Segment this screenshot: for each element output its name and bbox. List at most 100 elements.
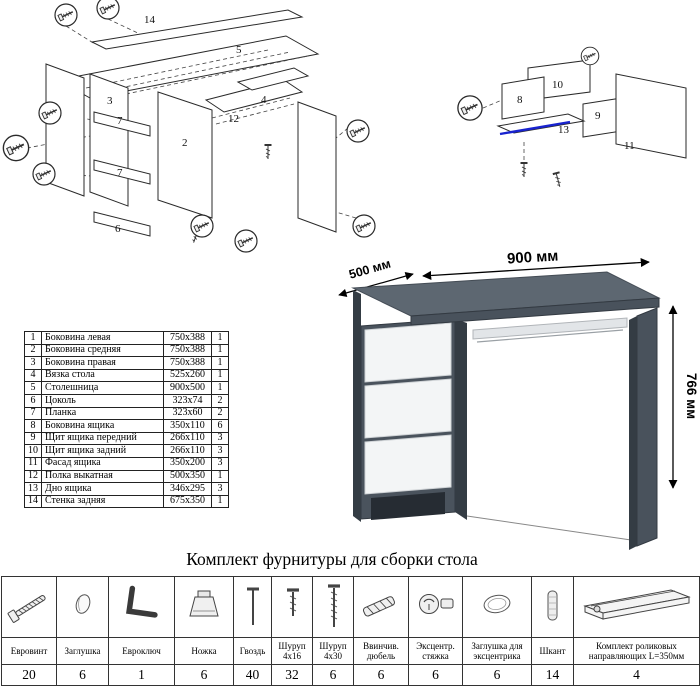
hardware-qty: 4 — [573, 664, 700, 686]
fastener-callout-icon — [346, 119, 370, 143]
part-name: Боковина средняя — [41, 343, 164, 358]
part-plinth — [93, 211, 151, 237]
parts-table-row: 4 Вязка стола 525x260 1 — [24, 368, 229, 383]
pedestal-right-side — [455, 319, 467, 520]
desk-render: 900 мм 500 мм 766 мм — [338, 250, 699, 550]
part-back-wall — [90, 9, 304, 50]
fastener-callout-icon — [2, 134, 30, 162]
part-size: 525x260 — [163, 368, 212, 383]
part-number: 11 — [24, 456, 42, 471]
hardware-qty-row: 20 6 1 6 40 32 6 6 6 6 14 4 — [1, 664, 700, 686]
hardware-name: Комплект роликовых направляющих L=350мм — [573, 637, 700, 665]
hardware-name: Ввинчив. дюбель — [353, 637, 409, 665]
width-dimension-label: 900 мм — [507, 250, 559, 268]
hardware-name: Эксцентр. стяжка — [408, 637, 463, 665]
part-qty: 1 — [211, 494, 229, 509]
part-number: 14 — [24, 494, 42, 509]
part-name: Столешница — [41, 381, 164, 395]
parts-table-row: 5 Столешница 900x500 1 — [24, 381, 229, 395]
part-number: 12 — [24, 469, 42, 484]
parts-table-row: 14 Стенка задняя 675x350 1 — [24, 494, 229, 509]
fastener-callout-icon — [190, 214, 214, 238]
part-number: 8 — [24, 419, 42, 433]
parts-table-row: 8 Боковина ящика 350x110 6 — [24, 419, 229, 433]
part-label: 2 — [182, 137, 188, 149]
part-plank — [93, 159, 151, 185]
part-size: 346x295 — [163, 482, 212, 496]
part-name: Боковина ящика — [41, 419, 164, 433]
part-qty: 1 — [211, 469, 229, 484]
part-size: 323x60 — [163, 406, 212, 421]
fastener-callout-icon — [580, 46, 600, 66]
part-number: 1 — [24, 331, 42, 345]
part-size: 323x74 — [163, 393, 212, 408]
part-label: 4 — [261, 94, 267, 106]
tray-rail — [476, 329, 624, 343]
hardware-name: Евровинт — [1, 637, 57, 665]
part-size: 900x500 — [163, 381, 212, 395]
hardware-title: Комплект фурнитуры для сборки стола — [186, 549, 478, 569]
part-size: 266x110 — [163, 431, 212, 446]
part-qty: 3 — [211, 482, 229, 496]
screw-in-dowel-icon — [362, 596, 395, 617]
parts-table-row: 7 Планка 323x60 2 — [24, 406, 229, 421]
part-label: 12 — [228, 113, 239, 125]
part-drawer-bottom — [496, 113, 586, 134]
part-label: 7 — [117, 115, 123, 127]
part-name: Боковина правая — [41, 356, 164, 370]
fastener-callout-icon — [38, 101, 62, 125]
fastener-callout-icon — [54, 3, 78, 27]
fastener-callout-icon — [457, 95, 483, 121]
part-tie-panel — [236, 67, 310, 91]
part-label: 13 — [558, 124, 570, 136]
roller-slide-icon — [582, 589, 691, 620]
part-qty: 1 — [211, 381, 229, 395]
part-label: 10 — [552, 79, 564, 91]
hardware-name: Шуруп 4x16 — [271, 637, 313, 665]
hardware-qty: 6 — [408, 664, 463, 686]
part-qty: 1 — [211, 368, 229, 383]
hardware-qty: 32 — [271, 664, 313, 686]
exploded-diagram-drawer: 10 8 9 11 13 — [457, 46, 687, 189]
cam-lock-icon — [418, 594, 453, 614]
hardware-name: Ножка — [174, 637, 234, 665]
part-name: Щит ящика задний — [41, 444, 164, 458]
dimension-arrow-width — [422, 257, 650, 281]
parts-table: 1 Боковина левая 750x388 1 2 Боковина ср… — [24, 331, 229, 509]
part-qty: 3 — [211, 456, 229, 471]
parts-table-row: 2 Боковина средняя 750x388 1 — [24, 343, 229, 358]
part-size: 266x110 — [163, 444, 212, 458]
parts-table-row: 13 Дно ящика 346x295 3 — [24, 482, 229, 496]
screw-4x16-icon — [286, 588, 299, 616]
part-label: 7 — [117, 167, 123, 179]
part-side-panel — [89, 73, 129, 207]
part-side-panel-left — [45, 63, 85, 197]
part-number: 2 — [24, 343, 42, 358]
part-name: Стенка задняя — [41, 494, 164, 509]
hardware-name: Евроключ — [108, 637, 175, 665]
part-number: 10 — [24, 444, 42, 458]
plinth-recess — [371, 492, 445, 520]
part-number: 13 — [24, 482, 42, 496]
confirmat-screw-icon — [7, 595, 46, 623]
hardware-qty: 14 — [531, 664, 574, 686]
part-label: 9 — [595, 110, 601, 122]
part-name: Вязка стола — [41, 368, 164, 383]
nail-icon — [246, 587, 259, 625]
part-qty: 6 — [211, 419, 229, 433]
part-name: Планка — [41, 406, 164, 421]
hardware-qty: 1 — [108, 664, 175, 686]
part-number: 4 — [24, 368, 42, 383]
hardware-table: Евровинт Заглушка Евроключ Ножка Гвоздь … — [1, 576, 700, 686]
parts-table-row: 1 Боковина левая 750x388 1 — [24, 331, 229, 345]
drawer-front — [364, 378, 452, 439]
part-label: 5 — [236, 44, 242, 56]
parts-table-row: 6 Цоколь 323x74 2 — [24, 393, 229, 408]
cam-cap-icon — [483, 594, 511, 614]
part-label: 6 — [115, 223, 121, 235]
hardware-name: Шкант — [531, 637, 574, 665]
part-qty: 3 — [211, 431, 229, 446]
hardware-qty: 20 — [1, 664, 57, 686]
parts-table-row: 9 Щит ящика передний 266x110 3 — [24, 431, 229, 446]
part-qty: 2 — [211, 393, 229, 408]
